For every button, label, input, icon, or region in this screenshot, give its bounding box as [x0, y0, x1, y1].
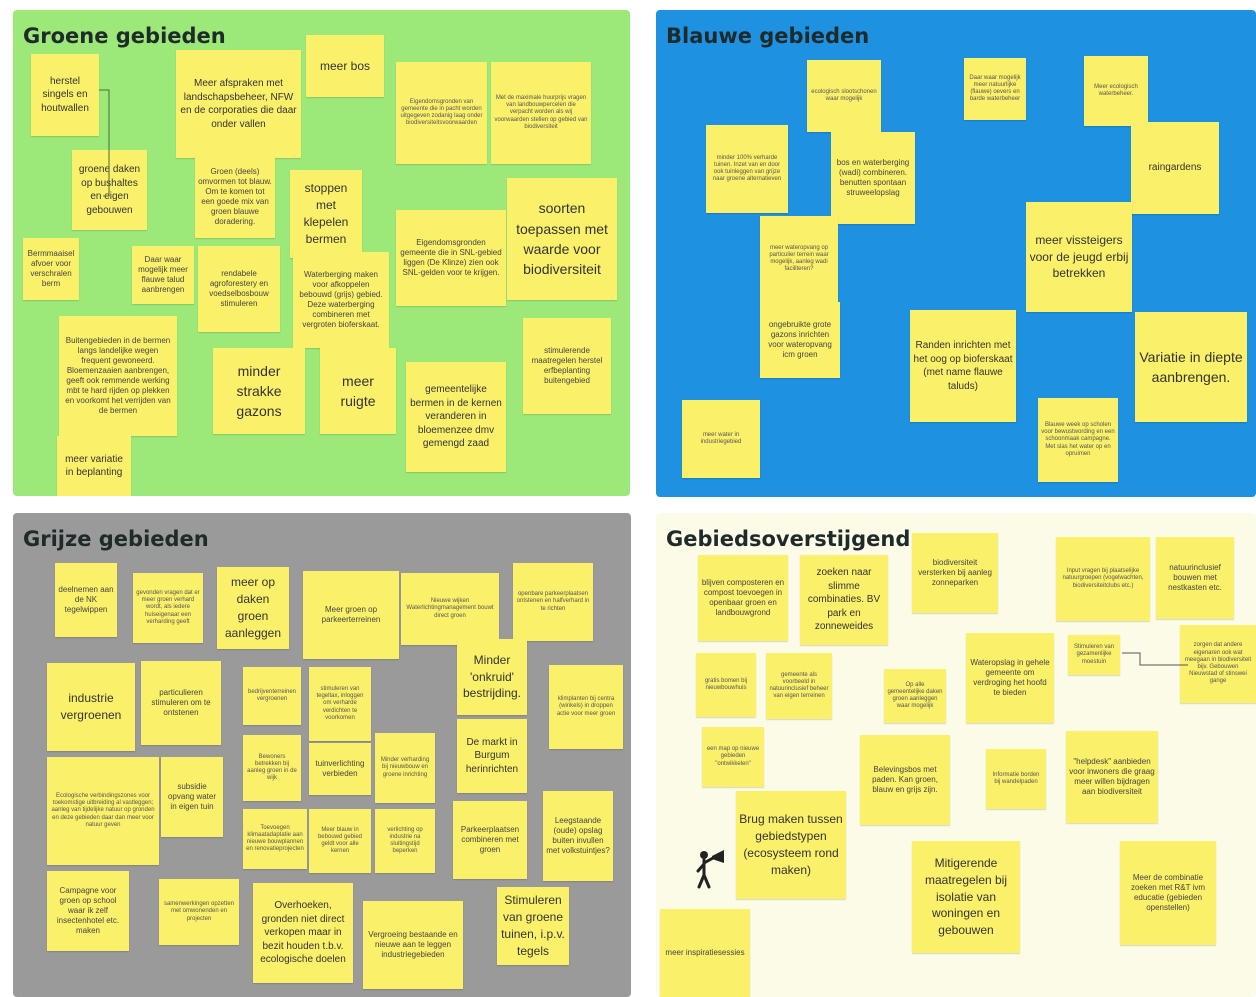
sticky-note[interactable]: Minder verharding bij nieuwbouw en groen…	[375, 733, 435, 803]
sticky-note[interactable]: samenwerkingen opzetten met omwonenden e…	[159, 879, 239, 945]
sticky-note[interactable]: Mitigerende maatregelen bij isolatie van…	[912, 841, 1020, 953]
sticky-note[interactable]: Variatie in diepte aanbrengen.	[1135, 312, 1247, 422]
sticky-note[interactable]: Met de maximale huurprijs vragen van lan…	[491, 62, 591, 164]
sticky-note[interactable]: Parkeerplaatsen combineren met groen	[453, 801, 527, 879]
sticky-note[interactable]: blijven composteren en compost toevoegen…	[698, 555, 788, 641]
sticky-note[interactable]: Meer de combinatie zoeken met R&T ivm ed…	[1120, 841, 1216, 945]
sticky-note[interactable]: Buitengebieden in de bermen langs landel…	[59, 316, 177, 436]
sticky-note[interactable]: Input vragen bij plaatselijke natuurgroe…	[1056, 537, 1150, 621]
sticky-note[interactable]: stimulerende maatregelen herstel erfbepl…	[523, 318, 611, 414]
panel-blue: Blauwe gebieden ecologisch slootschonen …	[656, 10, 1256, 497]
sticky-note[interactable]: ecologisch slootschonen waar mogelijk	[807, 60, 881, 132]
sticky-note[interactable]: De markt in Burgum herinrichten	[457, 719, 527, 793]
sticky-note[interactable]: Eigendomsgronden gemeente die in SNL-geb…	[396, 210, 506, 306]
sticky-note[interactable]: Waterberging maken voor afkoppelen bebou…	[293, 252, 389, 348]
sticky-note[interactable]: meer vissteigers voor de jeugd erbij bet…	[1026, 202, 1132, 312]
sticky-note[interactable]: Bewoners betrekken bij aanleg groen in d…	[243, 735, 301, 801]
sticky-note[interactable]: Meer afspraken met landschapsbeheer, NFW…	[176, 50, 301, 158]
panel-title-cross: Gebiedsoverstijgend	[666, 527, 911, 551]
sticky-note[interactable]: zoeken naar slimme combinaties. BV park …	[800, 555, 888, 645]
sticky-note[interactable]: tuinverlichting verbieden	[309, 743, 371, 795]
sticky-note[interactable]: meer wateropvang op particulier terrein …	[760, 216, 838, 302]
sticky-note[interactable]: gratis bomen bij nieuwbouwhuis	[696, 653, 756, 717]
sticky-note[interactable]: Campagne voor groen op school waar ik ze…	[47, 871, 129, 951]
sticky-note[interactable]: gemeentelijke bermen in de kernen verand…	[406, 362, 506, 472]
sticky-note[interactable]: Stimuleren van gezamenlijke moestuin	[1068, 635, 1120, 675]
sticky-note[interactable]: rendabele agroforestery en voedselbosbou…	[198, 246, 280, 332]
sticky-note[interactable]: gevonden vragen dat er meer groen verhar…	[133, 573, 203, 643]
sticky-note[interactable]: Brug maken tussen gebiedstypen (ecosyste…	[736, 791, 846, 899]
sticky-note[interactable]: klimplanten bij centra (winkels) in drop…	[549, 665, 623, 749]
sticky-note[interactable]: Op alle gemeentelijke daken groen aanleg…	[884, 669, 946, 723]
sticky-note[interactable]: subsidie opvang water in eigen tuin	[161, 757, 223, 837]
sticky-note[interactable]: bedrijventerreinen vergroenen	[243, 667, 301, 725]
sticky-note[interactable]: industrie vergroenen	[47, 663, 135, 751]
sticky-note[interactable]: meer ruigte	[320, 348, 396, 434]
sticky-note[interactable]: natuurinclusief bouwen met nestkasten et…	[1156, 537, 1234, 619]
sticky-note[interactable]: bos en waterberging (wadi) combineren. b…	[831, 132, 915, 224]
sticky-note[interactable]: "helpdesk" aanbieden voor inwoners die g…	[1066, 731, 1158, 823]
sticky-note[interactable]: Meer ecologisch waterbeheer.	[1084, 56, 1148, 126]
sticky-note[interactable]: Minder 'onkruid' bestrijding.	[457, 639, 527, 715]
sticky-note[interactable]: meer op daken groen aanleggen	[217, 567, 289, 649]
sticky-note[interactable]: Bermmaaisel afvoer voor verschralen berm	[23, 238, 79, 300]
sticky-note[interactable]: stoppen met klepelen bermen	[290, 170, 362, 258]
sticky-note[interactable]: stimuleren van tegeltax, inloggen om ver…	[309, 667, 371, 741]
sticky-note[interactable]: meer water in industriegebied	[682, 400, 760, 478]
sticky-note[interactable]: Randen inrichten met het oog op biofersk…	[910, 310, 1016, 422]
panel-title-green: Groene gebieden	[23, 24, 226, 48]
megaphone-person-icon	[696, 850, 724, 889]
sticky-note[interactable]: Blauwe week op scholen voor bewustwordin…	[1038, 398, 1118, 482]
sticky-note[interactable]: deelnemen aan de NK tegelwippen	[55, 563, 117, 637]
sticky-note[interactable]: openbare parkeerplaatsen ontstenen en ha…	[513, 563, 593, 641]
sticky-note[interactable]: zorgen dat andere eigenaren ook wat meeg…	[1180, 625, 1256, 703]
connector-line	[1122, 652, 1188, 666]
sticky-note[interactable]: soorten toepassen met waarde voor biodiv…	[507, 178, 617, 300]
panel-title-blue: Blauwe gebieden	[666, 24, 870, 48]
sticky-note[interactable]: Nieuwe wijken Waterlichtingmanagement bo…	[401, 573, 499, 645]
sticky-note[interactable]: ongebruikte grote gazons inrichten voor …	[760, 302, 840, 378]
sticky-note[interactable]: Vergroeing bestaande en nieuwe aan te le…	[363, 901, 463, 989]
sticky-note[interactable]: Toevoegen klimaatadaptatie aan nieuwe bo…	[243, 809, 307, 869]
sticky-note[interactable]: Belevingsbos met paden. Kan groen, blauw…	[860, 735, 950, 825]
sticky-note[interactable]: Ecologische verbindingszones voor toekom…	[47, 757, 159, 865]
sticky-note[interactable]: verlichting op industrie na sluitingstij…	[375, 809, 435, 873]
sticky-note[interactable]: Informatie borden bij wandelpaden	[986, 749, 1046, 809]
sticky-note[interactable]: gemeente als voorbeeld in natuurinclusie…	[766, 653, 832, 719]
sticky-note[interactable]: raingardens	[1131, 122, 1219, 214]
sticky-note[interactable]: Daar waar mogelijk meer flauwe talud aan…	[132, 246, 194, 304]
sticky-note[interactable]: Stimuleren van groene tuinen, i.p.v. teg…	[497, 887, 569, 965]
sticky-note[interactable]: een map op nieuwe gebieden "ontwikkelen"	[702, 727, 764, 787]
panel-grey: Grijze gebieden deelnemen aan de NK tege…	[13, 513, 631, 997]
sticky-note[interactable]: meer variatie in beplanting	[57, 436, 131, 496]
connector-line	[99, 89, 110, 197]
sticky-note[interactable]: Daar waar mogelijk meer natuurlijke (fla…	[964, 58, 1026, 120]
sticky-note[interactable]: Overhoeken, gronden niet direct verkopen…	[253, 883, 353, 983]
sticky-note[interactable]: Leegstaande (oude) opslag buiten invulle…	[543, 791, 613, 881]
sticky-note[interactable]: Groen (deels) omvormen tot blauw. Om te …	[195, 156, 275, 238]
sticky-note[interactable]: herstel singels en houtwallen	[31, 54, 99, 136]
sticky-note[interactable]: minder 100% verharde tuinen. Inzet van e…	[706, 125, 788, 213]
sticky-note[interactable]: particulieren stimuleren om te ontstenen	[141, 661, 221, 745]
sticky-note[interactable]: minder strakke gazons	[213, 348, 305, 434]
panel-green: Groene gebieden herstel singels en houtw…	[13, 10, 630, 496]
sticky-note[interactable]: biodiversiteit versterken bij aanleg zon…	[912, 533, 998, 613]
panel-cross: Gebiedsoverstijgend blijven composteren …	[656, 513, 1256, 997]
sticky-note[interactable]: Meer blauw in bebouwd gebied geldt voor …	[309, 809, 371, 873]
sticky-note[interactable]: meer bos	[306, 35, 384, 97]
panel-title-grey: Grijze gebieden	[23, 527, 209, 551]
sticky-note[interactable]: Eigendomsgronden van gemeente die in pac…	[396, 62, 487, 164]
sticky-note[interactable]: Meer groen op parkeerterreinen	[303, 571, 399, 659]
sticky-note[interactable]: meer inspiratiesessies	[660, 909, 750, 997]
sticky-note[interactable]: Wateropslag in gehele gemeente om verdro…	[966, 633, 1054, 723]
